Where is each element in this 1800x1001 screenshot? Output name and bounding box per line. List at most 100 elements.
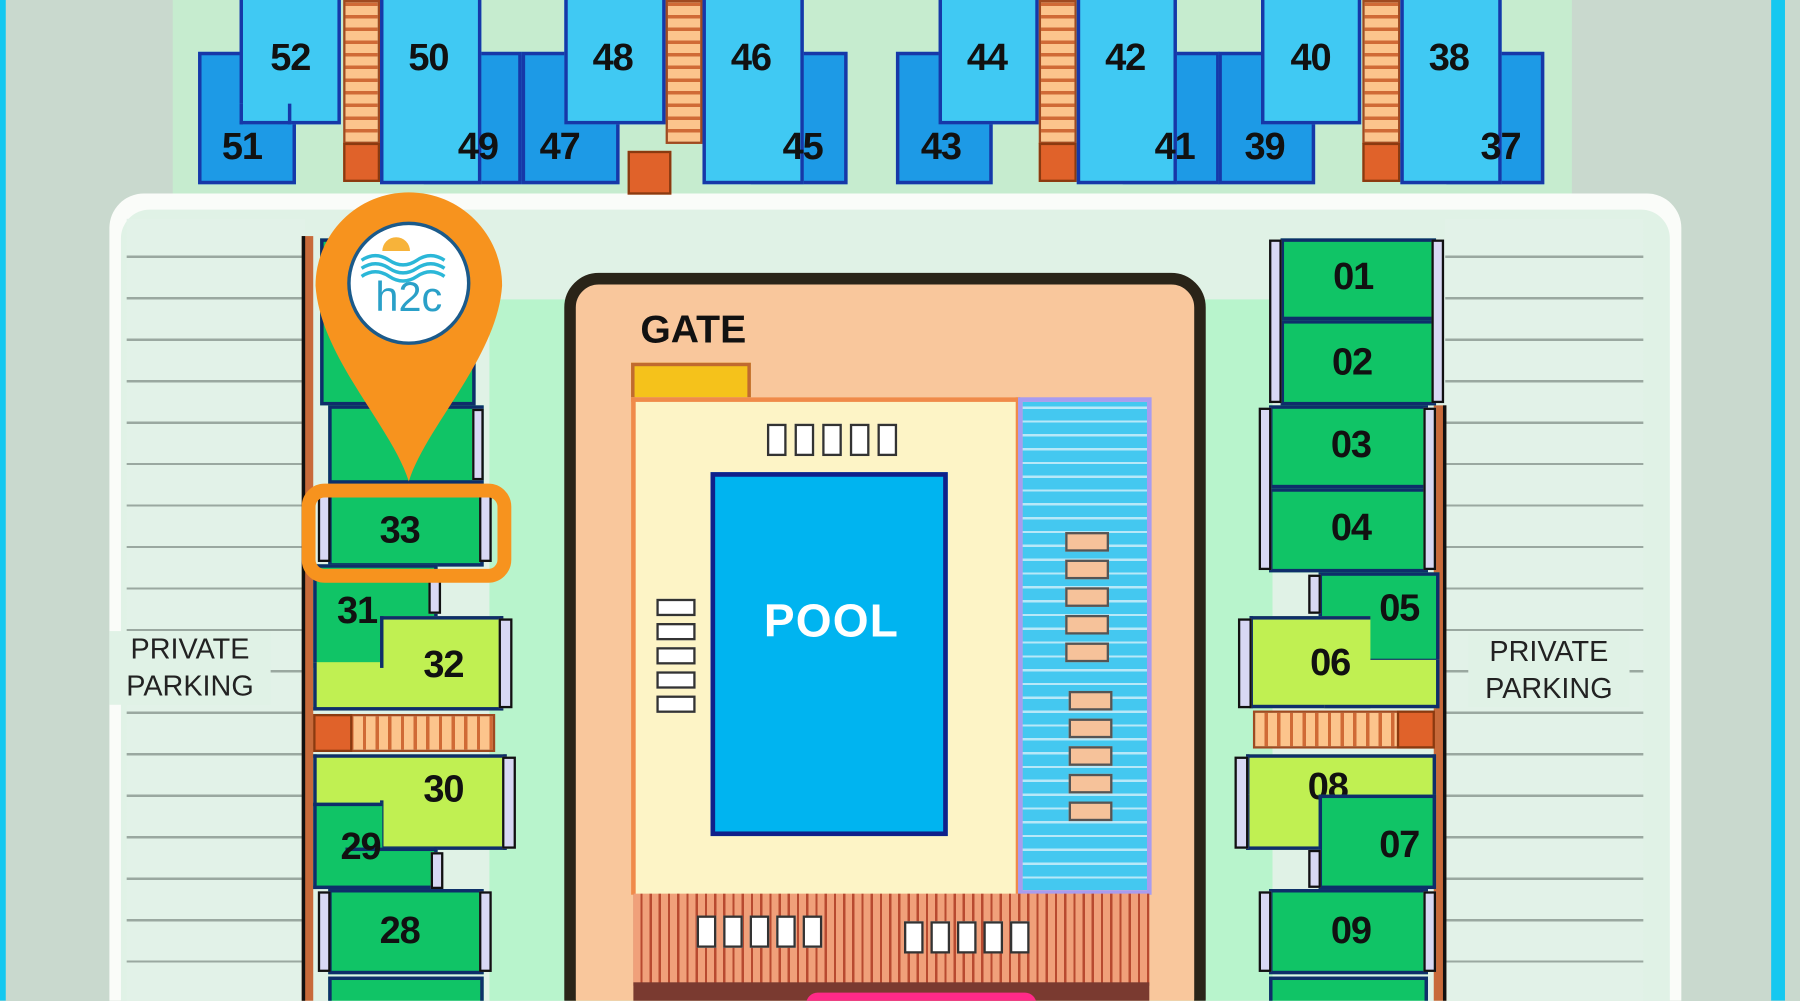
door: [479, 891, 492, 972]
stairs: [343, 0, 381, 144]
lounge-chair: [1065, 532, 1109, 552]
unit-label: 06: [1310, 640, 1351, 683]
gate-label: GATE: [640, 308, 747, 352]
unit-label: 42: [1105, 35, 1146, 79]
door: [317, 891, 331, 972]
unit-29-wing: [345, 847, 438, 890]
parking-label-right: PRIVATE PARKING: [1468, 633, 1630, 708]
door: [1423, 407, 1437, 571]
deck-stripes: [633, 893, 1150, 986]
unit-label: 43: [920, 124, 962, 167]
selected-unit-highlight[interactable]: [301, 483, 512, 583]
unit-02[interactable]: [1280, 320, 1437, 406]
lounge-chair: [766, 423, 787, 457]
brand-logo-text: h2c: [375, 272, 443, 321]
lounge-chair: [983, 921, 1004, 954]
lounge-chair: [802, 915, 823, 948]
unit-label: 44: [966, 35, 1008, 79]
lounge-chair: [696, 915, 717, 948]
unit-40[interactable]: [1261, 0, 1362, 125]
unit-08[interactable]: [1246, 754, 1437, 801]
pool[interactable]: [710, 472, 948, 837]
unit-38[interactable]: [1400, 0, 1502, 185]
unit-label: 02: [1331, 339, 1373, 383]
lounge-chair: [776, 915, 796, 948]
unit-48[interactable]: [564, 0, 666, 125]
unit-08-wing: [1246, 794, 1325, 850]
lounge-chair: [656, 647, 696, 665]
walkway: [301, 236, 314, 1001]
unit-46[interactable]: [702, 0, 804, 185]
stair-landing: [1396, 710, 1435, 749]
door: [1258, 407, 1272, 571]
unit-label: 40: [1290, 35, 1332, 79]
sun-icon: [382, 237, 410, 252]
unit-42[interactable]: [1076, 0, 1177, 185]
unit-07[interactable]: [1318, 794, 1437, 890]
stair-landing: [313, 713, 353, 752]
lounge-chair: [849, 423, 870, 457]
unit-30[interactable]: [313, 754, 507, 807]
lounge-chair: [930, 921, 951, 954]
unit-label: 29: [340, 824, 381, 868]
lounge-chair: [656, 671, 696, 689]
unit-32[interactable]: [313, 662, 504, 711]
door: [1258, 891, 1272, 972]
door: [472, 408, 484, 481]
stair-landing: [1038, 142, 1077, 182]
door: [1431, 239, 1445, 404]
unit-label: 51: [221, 124, 263, 167]
lounge-chair: [1065, 587, 1109, 607]
right-cyan-border: [1771, 0, 1785, 1001]
unit-06-wing: [1324, 659, 1440, 709]
walkway: [1433, 405, 1447, 1001]
unit-label: 04: [1330, 505, 1372, 549]
unit-label: 32: [423, 642, 464, 686]
parking-label-line: PARKING: [126, 670, 254, 703]
door: [1269, 239, 1282, 404]
lounge-chair: [1068, 746, 1113, 766]
unit-27-partial[interactable]: [328, 976, 484, 1001]
lounge-chair: [1068, 718, 1113, 739]
lounge-chair: [656, 598, 696, 617]
stair-landing: [343, 142, 381, 182]
unit-label: 50: [408, 35, 449, 79]
stairs: [665, 0, 703, 144]
parking-label-line: PRIVATE: [1489, 635, 1609, 668]
unit-label: 47: [539, 124, 581, 167]
unit-03[interactable]: [1269, 405, 1428, 489]
unit-label: 38: [1428, 35, 1470, 79]
unit-52-wing: [239, 103, 292, 125]
lounge-chair: [956, 921, 977, 954]
pool-label: POOL: [763, 595, 900, 647]
unit-label: 49: [457, 124, 499, 167]
stair-landing: [1362, 142, 1401, 182]
unit-label: 46: [730, 35, 772, 79]
parking-lot-right: [1445, 218, 1644, 1001]
parking-label-left: PRIVATE PARKING: [109, 631, 271, 705]
unit-label: 33: [379, 507, 421, 551]
parking-label-line: PARKING: [1485, 672, 1613, 705]
parking-label-line: PRIVATE: [130, 633, 250, 666]
lounge-chair: [656, 623, 696, 641]
unit-label: 09: [1330, 908, 1372, 952]
lounge-chair: [822, 423, 842, 457]
unit-09[interactable]: [1269, 889, 1428, 975]
unit-04[interactable]: [1269, 488, 1428, 573]
unit-50[interactable]: [380, 0, 482, 185]
location-pin-icon[interactable]: [311, 184, 507, 486]
unit-44[interactable]: [938, 0, 1039, 125]
lounge-chair: [1065, 559, 1109, 580]
unit-label: 48: [592, 35, 634, 79]
lounge-chair: [1068, 773, 1113, 794]
lounge-chair: [904, 921, 924, 954]
stairs: [1362, 0, 1401, 144]
unit-10-partial[interactable]: [1269, 976, 1428, 1001]
unit-label: 31: [337, 588, 378, 632]
door: [1308, 849, 1321, 888]
lounge-chair: [877, 423, 898, 457]
gate[interactable]: [631, 362, 751, 401]
unit-28[interactable]: [328, 889, 484, 975]
door: [1423, 891, 1437, 972]
